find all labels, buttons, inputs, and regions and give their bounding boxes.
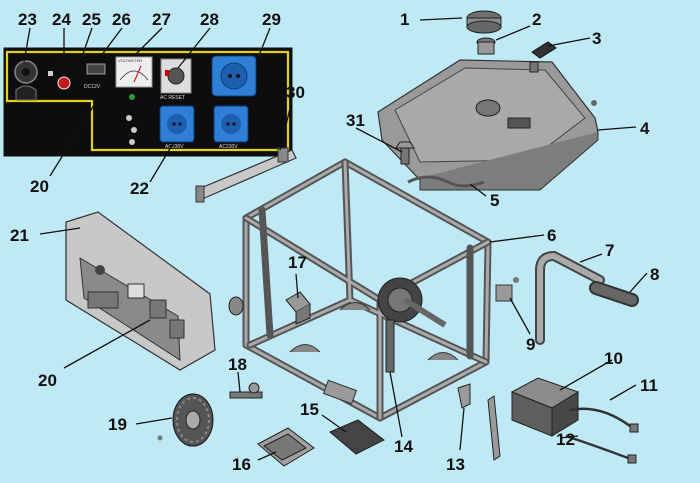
callout-29: 29 xyxy=(262,10,281,29)
small-label: DC12V xyxy=(84,84,101,90)
battery-tray xyxy=(257,427,315,467)
frame-support xyxy=(285,291,311,325)
socket-a-icon: AC230V xyxy=(159,105,195,150)
dc-output-icon xyxy=(86,63,106,75)
callout-8: 8 xyxy=(650,265,659,284)
main-frame xyxy=(242,158,492,422)
switch-label: AC RESET xyxy=(160,95,185,101)
callout-13: 13 xyxy=(446,455,465,474)
leader-lines xyxy=(23,17,648,461)
wheel xyxy=(157,393,214,447)
callout-26: 26 xyxy=(112,10,131,29)
battery-cable-positive xyxy=(569,407,631,428)
callout-31: 31 xyxy=(346,111,365,130)
callout-28: 28 xyxy=(200,10,219,29)
callout-14: 14 xyxy=(394,437,413,456)
fuel-valve xyxy=(395,141,415,165)
battery xyxy=(510,377,580,437)
panel-knob xyxy=(228,296,244,316)
control-panel-inset: DC12V VOLTMETER AC RESET AC230V AC230V xyxy=(3,47,293,157)
callout-25: 25 xyxy=(82,10,101,29)
callout-9: 9 xyxy=(526,335,535,354)
callout-23: 23 xyxy=(18,10,37,29)
callout-16: 16 xyxy=(232,455,251,474)
handle-bar xyxy=(535,250,605,345)
callout-2: 2 xyxy=(532,10,541,29)
callout-10: 10 xyxy=(604,349,623,368)
callout-20-bottom: 20 xyxy=(38,371,57,390)
callout-6: 6 xyxy=(547,226,556,245)
callout-17: 17 xyxy=(288,253,307,272)
handle-grip xyxy=(589,281,639,307)
vibration-mount xyxy=(385,319,395,373)
socket-b-label: AC230V xyxy=(219,144,238,150)
socket-large-icon xyxy=(211,55,257,97)
callout-30: 30 xyxy=(286,83,305,102)
socket-a-label: AC230V xyxy=(165,144,184,150)
breaker-button-icon xyxy=(57,76,71,90)
callout-15: 15 xyxy=(300,400,319,419)
battery-bracket xyxy=(457,383,501,461)
callout-20-top: 20 xyxy=(30,177,49,196)
callout-7: 7 xyxy=(605,241,614,260)
socket-b-icon: AC230V xyxy=(213,105,249,150)
callout-12: 12 xyxy=(556,430,575,449)
callout-18: 18 xyxy=(228,355,247,374)
callout-19: 19 xyxy=(108,415,127,434)
callout-24: 24 xyxy=(52,10,71,29)
panel-bracket xyxy=(195,147,297,203)
callout-11: 11 xyxy=(640,376,658,395)
fuel-strainer xyxy=(476,37,496,55)
meter-label: VOLTMETER xyxy=(118,58,142,63)
wheel-axle xyxy=(229,382,263,399)
callout-22: 22 xyxy=(130,179,149,198)
handle-bracket xyxy=(495,277,519,302)
fuel-tank xyxy=(377,59,599,191)
callout-3: 3 xyxy=(592,29,601,48)
callout-21: 21 xyxy=(10,226,29,245)
callout-1: 1 xyxy=(400,10,409,29)
callout-27: 27 xyxy=(152,10,171,29)
callout-numbers: 1 2 3 4 5 6 7 8 9 10 11 12 13 14 15 16 1… xyxy=(10,10,659,474)
fuel-cap xyxy=(466,10,502,34)
battery-cable-negative xyxy=(565,434,629,460)
rubber-pad xyxy=(329,419,385,455)
side-panel xyxy=(65,211,216,371)
callout-4: 4 xyxy=(640,119,650,138)
callout-5: 5 xyxy=(490,191,499,210)
